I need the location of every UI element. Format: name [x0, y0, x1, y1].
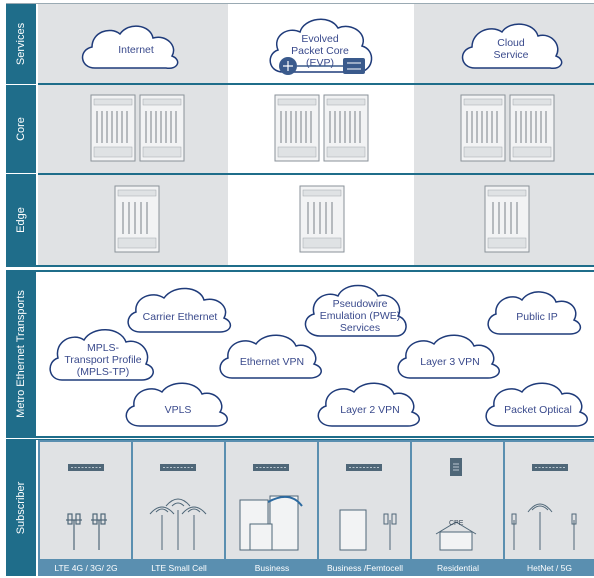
mpls-line1: MPLS- [87, 342, 120, 354]
row-label-metro: Metro Ethernet Transports [6, 272, 36, 436]
subscriber-cell-6 [505, 442, 594, 559]
cloud-layer3-vpn: Layer 3 VPN [397, 334, 500, 379]
carrier-ethernet-text: Carrier Ethernet [143, 311, 218, 323]
mpls-line3: (MPLS-TP) [77, 366, 130, 378]
row-label-edge: Edge [6, 174, 36, 266]
cloud-shape [219, 334, 322, 379]
cloud-shape [304, 284, 407, 337]
cloud-shape [49, 329, 154, 381]
metro-clouds: Carrier Ethernet Pseudowire Emulation (P… [49, 284, 588, 427]
cloud-pwe: Pseudowire Emulation (PWE) Services [304, 284, 407, 337]
router-chassis-icon [90, 94, 136, 162]
cloud-layer2-vpn: Layer 2 VPN [317, 382, 420, 427]
cell-tower-icon [66, 513, 107, 550]
row-label-core: Core [6, 85, 36, 173]
cloud-service-line1: Cloud [497, 37, 525, 49]
cloud-shape [317, 382, 420, 427]
cloud-shape [81, 25, 179, 69]
mpls-line2: Transport Profile [64, 354, 141, 366]
cloud-vpls: VPLS [125, 382, 228, 427]
divider-services-core [38, 83, 594, 85]
switch-icon [343, 58, 365, 74]
cloud-service-line2: Service [493, 49, 528, 61]
edge-routers [114, 185, 530, 253]
subscriber-label-4: Business /Femtocell [326, 563, 404, 573]
row-label-subscriber: Subscriber [6, 440, 36, 576]
building-icon [339, 509, 397, 551]
router-chassis-icon [484, 185, 530, 253]
building-icon [239, 495, 303, 551]
cloud-mpls-tp: MPLS- Transport Profile (MPLS-TP) [49, 329, 154, 381]
core-routers [90, 94, 555, 162]
row-label-services: Services [6, 4, 36, 84]
modem-icon [450, 458, 462, 476]
cloud-shape [485, 382, 588, 427]
router-chassis-icon [274, 94, 320, 162]
switch-icon [346, 464, 382, 471]
cloud-cloud-service: Cloud Service [461, 23, 563, 69]
evp-line3: (EVP) [306, 57, 334, 69]
divider-top-top [6, 3, 594, 4]
layer2-vpn-text: Layer 2 VPN [340, 404, 400, 416]
pwe-line1: Pseudowire [333, 298, 388, 310]
subscriber-devices: CPE [66, 458, 577, 551]
subscriber-label-1: LTE 4G / 3G/ 2G [54, 563, 118, 573]
divider-core-edge [38, 173, 594, 175]
services-layer: Internet Evolved Packet Core (EVP) Cloud… [81, 18, 563, 253]
layer3-vpn-text: Layer 3 VPN [420, 356, 480, 368]
cloud-carrier-ethernet: Carrier Ethernet [127, 287, 232, 333]
subscriber-label-3: Business [254, 563, 290, 573]
pwe-line3: Services [340, 322, 380, 334]
cloud-packet-optical: Packet Optical [485, 382, 588, 427]
internet-text: Internet [118, 44, 154, 56]
router-chassis-icon [299, 185, 345, 253]
cpe-text: CPE [449, 520, 464, 527]
evp-line2: Packet Core [291, 45, 349, 57]
router-chassis-icon [460, 94, 506, 162]
subscriber-cell-1 [40, 442, 131, 559]
router-chassis-icon [139, 94, 185, 162]
divider-metro-top [6, 270, 594, 272]
router-chassis-icon [323, 94, 369, 162]
subscriber-label-5: Residential [436, 563, 480, 573]
subscriber-label-2: LTE Small Cell [151, 563, 207, 573]
vpls-text: VPLS [165, 404, 192, 416]
ethernet-vpn-text: Ethernet VPN [240, 356, 304, 368]
switch-icon [253, 464, 289, 471]
public-ip-text: Public IP [516, 311, 557, 323]
subscriber-label-6: HetNet / 5G [527, 563, 572, 573]
cloud-shape [125, 382, 228, 427]
divider-metro-bottom [6, 436, 594, 438]
packet-optical-text: Packet Optical [504, 404, 572, 416]
router-chassis-icon [509, 94, 555, 162]
evp-line1: Evolved [301, 33, 339, 45]
router-chassis-icon [114, 185, 160, 253]
cloud-internet: Internet [81, 25, 179, 69]
cloud-shape [127, 287, 232, 333]
house-icon [435, 521, 477, 551]
cloud-public-ip: Public IP [487, 291, 582, 335]
divider-subscriber-top [6, 439, 594, 440]
divider-top-bottom [6, 265, 594, 267]
switch-icon [68, 464, 104, 471]
cloud-evp: Evolved Packet Core (EVP) [269, 18, 373, 75]
cloud-ethernet-vpn: Ethernet VPN [219, 334, 322, 379]
switch-icon [532, 464, 568, 471]
cloud-shape [461, 23, 563, 69]
cloud-shape [487, 291, 582, 335]
small-cell-icon [149, 498, 207, 550]
router-icon [279, 57, 297, 75]
pwe-line2: Emulation (PWE) [320, 310, 401, 322]
switch-icon [160, 464, 196, 471]
cloud-shape [397, 334, 500, 379]
hetnet-icon [511, 503, 577, 550]
